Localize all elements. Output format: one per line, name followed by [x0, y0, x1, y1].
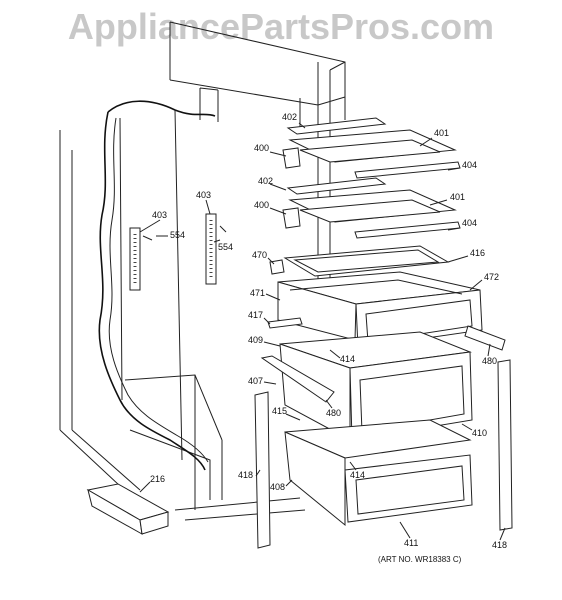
callout-415: 415 — [272, 406, 287, 416]
lower-shelf-assembly — [282, 177, 461, 239]
callout-403: 403 — [152, 210, 167, 220]
callout-402: 402 — [258, 176, 273, 186]
callout-418: 418 — [492, 540, 507, 550]
callout-414: 414 — [350, 470, 365, 480]
callout-404: 404 — [462, 218, 477, 228]
side-rail-left — [254, 391, 271, 549]
upper-shelf-assembly — [282, 117, 461, 179]
pan-slide-417 — [267, 317, 303, 329]
callout-402: 402 — [282, 112, 297, 122]
callout-416: 416 — [470, 248, 485, 258]
slide-rail-480 — [464, 325, 506, 351]
lower-crisper-pan — [284, 419, 473, 527]
callout-470: 470 — [252, 250, 267, 260]
callout-414: 414 — [340, 354, 355, 364]
callout-401: 401 — [434, 128, 449, 138]
callout-472: 472 — [484, 272, 499, 282]
shelf-support-left — [129, 227, 153, 291]
liner-gasket — [98, 100, 216, 471]
callout-554: 554 — [170, 230, 185, 240]
callout-401: 401 — [450, 192, 465, 202]
callout-407: 407 — [248, 376, 263, 386]
shelf-support-right — [205, 213, 227, 285]
callout-409: 409 — [248, 335, 263, 345]
callout-400: 400 — [254, 200, 269, 210]
callout-400: 400 — [254, 143, 269, 153]
callout-554: 554 — [218, 242, 233, 252]
side-rail-right — [497, 359, 513, 531]
middle-crisper-pan — [260, 331, 473, 441]
callout-216: 216 — [150, 474, 165, 484]
callout-labels: 402 401 400 404 402 400 401 404 403 403 … — [150, 112, 507, 550]
callout-418: 418 — [238, 470, 253, 480]
callout-411: 411 — [404, 538, 418, 548]
art-number: (ART NO. WR18383 C) — [378, 555, 462, 564]
callout-403: 403 — [196, 190, 211, 200]
pan-cover — [269, 245, 450, 277]
door-bin — [86, 483, 170, 535]
callout-404: 404 — [462, 160, 477, 170]
callout-480: 480 — [326, 408, 341, 418]
leader-lines — [139, 122, 506, 541]
callout-408: 408 — [270, 482, 285, 492]
upper-crisper-pan — [277, 271, 483, 349]
callout-480: 480 — [482, 356, 497, 366]
callout-417: 417 — [248, 310, 263, 320]
watermark: AppliancePartsPros.com — [67, 6, 495, 47]
callout-410: 410 — [472, 428, 487, 438]
callout-471: 471 — [250, 288, 265, 298]
